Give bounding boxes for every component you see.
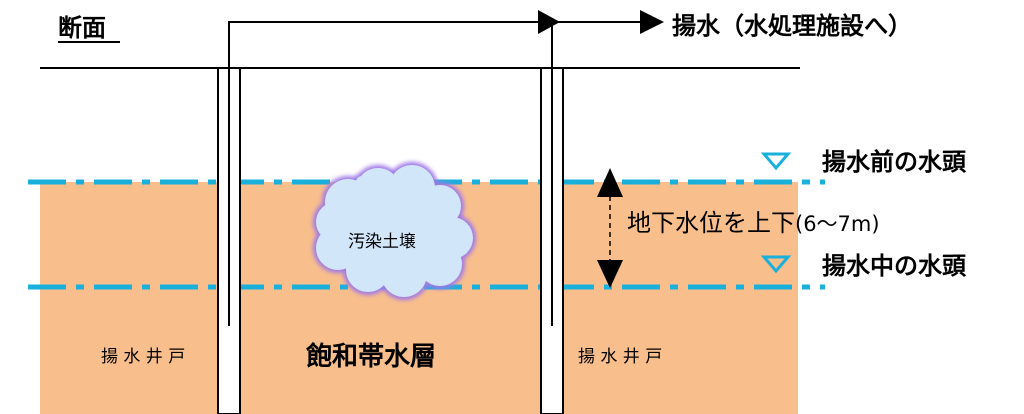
left-pumping-well [217,22,241,414]
head-during-triangle-icon [760,255,792,274]
pipe-arrow-2 [640,10,664,34]
right-pumping-well [540,22,564,414]
pumping-label: 揚水（水処理施設へ） [672,12,912,40]
pumping-pipe [228,10,664,34]
water-level-range: (6～7m) [795,212,880,236]
well-right-label: 揚 水 井 戸 [578,347,662,367]
aquifer-label: 飽和帯水層 [306,341,436,372]
pipe-arrow-1 [538,10,560,34]
section-title: 断面 [58,14,106,42]
head-during-label: 揚水中の水頭 [822,252,967,280]
head-before-triangle-icon [760,152,792,171]
contaminated-soil-label: 汚染土壌 [348,232,416,252]
contaminated-soil-cloud [313,162,476,300]
well-left-label: 揚 水 井 戸 [101,347,185,367]
water-level-label: 地下水位を上下(6～7m) [627,209,880,237]
water-level-range-arrow [597,168,623,288]
head-before-label: 揚水前の水頭 [822,148,967,176]
